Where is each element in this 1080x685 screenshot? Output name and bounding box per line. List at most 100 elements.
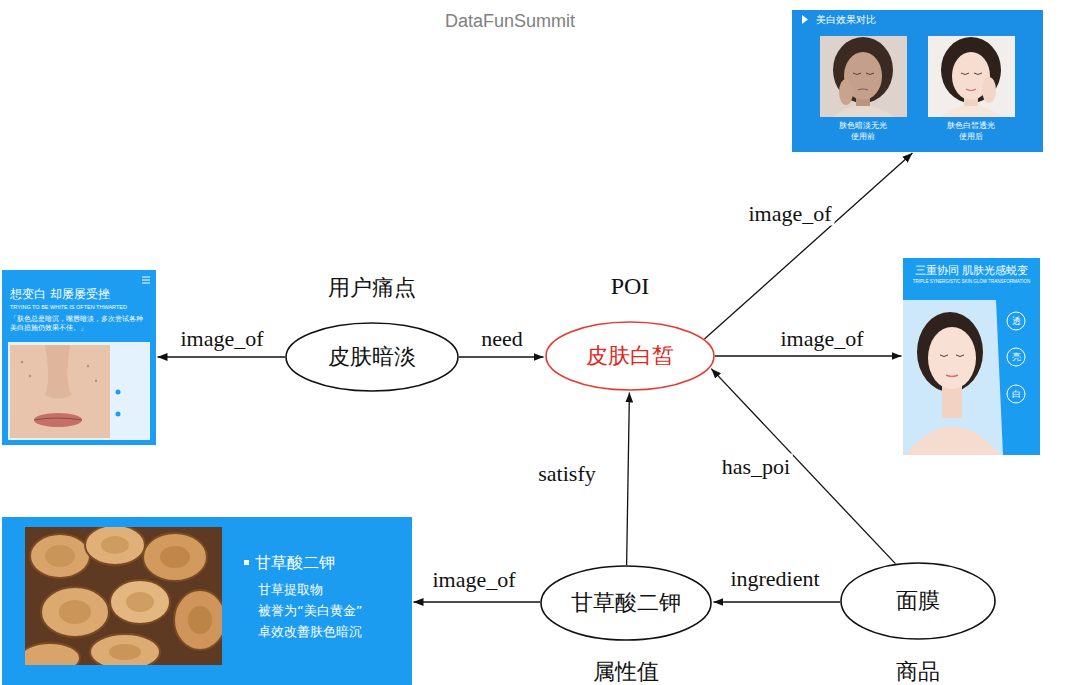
skin-spot [95, 380, 97, 382]
text-slot: 商品 [896, 659, 940, 685]
slice [143, 533, 207, 581]
node-label: 皮肤暗淡 [328, 344, 416, 370]
text-slot: 亮 [1012, 352, 1021, 363]
node-label: 面膜 [896, 588, 940, 614]
text-slot: 「肤色总是暗沉，嘴唇暗淡，多次尝试各种美白措施仍效果不佳。」 [10, 315, 148, 333]
skin-spot [87, 365, 89, 367]
text-slot: 皮肤暗淡 [328, 344, 416, 370]
text-slot: 面膜 [896, 588, 940, 614]
panel-subtitle: TRIPLE SYNERGISTIC SKIN GLOW TRANSFORMAT… [907, 279, 1037, 285]
slice [85, 527, 145, 565]
image-panel: 三重协同 肌肤光感蜕变 TRIPLE SYNERGISTIC SKIN GLOW … [903, 258, 1040, 455]
panel-title: 美白效果对比 [816, 14, 876, 26]
text-slot: 甘草提取物 被誉为“美白黄金” 卓效改善肤色暗沉 [258, 579, 382, 642]
slice [174, 590, 222, 650]
relation-arrow [713, 601, 840, 602]
panel-title: 三重协同 肌肤光感蜕变 [915, 264, 1029, 277]
ellipse-shape [286, 323, 458, 391]
skin-photo [10, 345, 110, 438]
image-panel: 甘草酸二钾甘草提取物 被誉为“美白黄金” 卓效改善肤色暗沉 [2, 517, 412, 685]
text-slot: 皮肤白皙 [586, 343, 674, 369]
lips [966, 89, 976, 91]
panel-body: 甘草提取物 被誉为“美白黄金” 卓效改善肤色暗沉 [258, 579, 382, 642]
edge-label-slot: satisfy [535, 461, 598, 486]
edge-label-slot: image_of [745, 201, 834, 226]
edge-label-slot: image_of [177, 326, 266, 351]
text-slot: 白 [1012, 389, 1021, 400]
closed-eyes [961, 73, 982, 75]
shoulders [940, 105, 1002, 117]
panel-subtitle: TRYING TO BE WHITE IS OFTEN THWARTED [10, 304, 150, 311]
text-slot: 想变白 却屡屡受挫 [10, 287, 110, 301]
photo-ground [903, 300, 1003, 455]
glow-panel-art [903, 258, 1040, 455]
image-caption: 肤色暗淡无光 使用前 [833, 120, 893, 142]
nose-shade [44, 345, 72, 399]
lips [946, 375, 958, 377]
panel-title: 甘草酸二钾 [255, 553, 335, 572]
relation-arrow [158, 356, 286, 357]
relation-arrow [414, 601, 541, 602]
slice-core [101, 536, 129, 554]
bullet-dot [116, 412, 121, 417]
edge-label: satisfy [535, 461, 598, 486]
skin-spot [29, 375, 31, 377]
photo-card [8, 342, 150, 440]
node-heading: POI [611, 272, 650, 301]
icon-ring [1007, 312, 1025, 330]
closed-eyes [853, 73, 874, 75]
licorice-panel-art [2, 517, 412, 685]
shoulders [832, 105, 894, 117]
skin-spot [21, 361, 23, 363]
icon-ring [1007, 348, 1025, 366]
slice-core [126, 592, 154, 612]
text-slot: 属性值 [593, 659, 659, 685]
before-after-panel-art [792, 10, 1043, 152]
text-slot: 甘草酸二钾 [571, 590, 681, 616]
product-node: 面膜商品 [840, 562, 996, 640]
node-label: 皮肤白皙 [586, 343, 674, 369]
poi-node: POI皮肤白皙 [545, 321, 715, 391]
attribute-node: 甘草酸二钾属性值 [540, 565, 712, 641]
pain-panel-art [2, 270, 156, 445]
edge-label-slot: ingredient [727, 566, 822, 591]
arrow-bullet [802, 15, 808, 24]
text-slot: 透 [1012, 316, 1021, 327]
closed-eyes [940, 355, 964, 357]
text-slot: 肤色暗淡无光 使用前 [833, 120, 893, 142]
bullet-dot [116, 390, 121, 395]
edge-label-slot: need [478, 326, 526, 351]
edge-label: ingredient [727, 566, 822, 591]
lips [34, 413, 82, 427]
edge-label-slot: has_poi [719, 454, 793, 479]
menu-icon [142, 277, 150, 283]
image-panel: 想变白 却屡屡受挫 TRYING TO BE WHITE IS OFTEN THW… [2, 270, 156, 445]
slice [110, 580, 170, 624]
hair [917, 312, 983, 392]
edge-label-slot: image_of [429, 567, 518, 592]
image-caption: 肤色白皙透光 使用后 [941, 120, 1001, 142]
herb-slices [25, 527, 222, 665]
pain-point-node: 用户痛点皮肤暗淡 [285, 322, 459, 392]
edge-label: image_of [777, 326, 866, 351]
ellipse-shape [546, 322, 714, 390]
text-slot: 肤色白皙透光 使用后 [941, 120, 1001, 142]
text-slot: 甘草酸二钾 [255, 553, 335, 572]
edge-label: image_of [745, 201, 834, 226]
relation-arrow [715, 355, 902, 356]
shoulders [905, 427, 1000, 456]
slice-core [45, 545, 75, 567]
slice-core [188, 606, 212, 634]
panel-ground [2, 517, 412, 685]
text-slot: TRYING TO BE WHITE IS OFTEN THWARTED [10, 304, 150, 311]
slice [30, 534, 90, 578]
relation-arrow [711, 369, 895, 564]
panel-title: 想变白 却屡屡受挫 [10, 287, 110, 301]
node-heading: 属性值 [593, 659, 659, 685]
panel-ground [903, 258, 1040, 455]
icon-ring [1007, 385, 1025, 403]
edge-label: has_poi [719, 454, 793, 479]
edge-label-slot: image_of [777, 326, 866, 351]
text-slot: 三重协同 肌肤光感蜕变 [915, 264, 1029, 277]
